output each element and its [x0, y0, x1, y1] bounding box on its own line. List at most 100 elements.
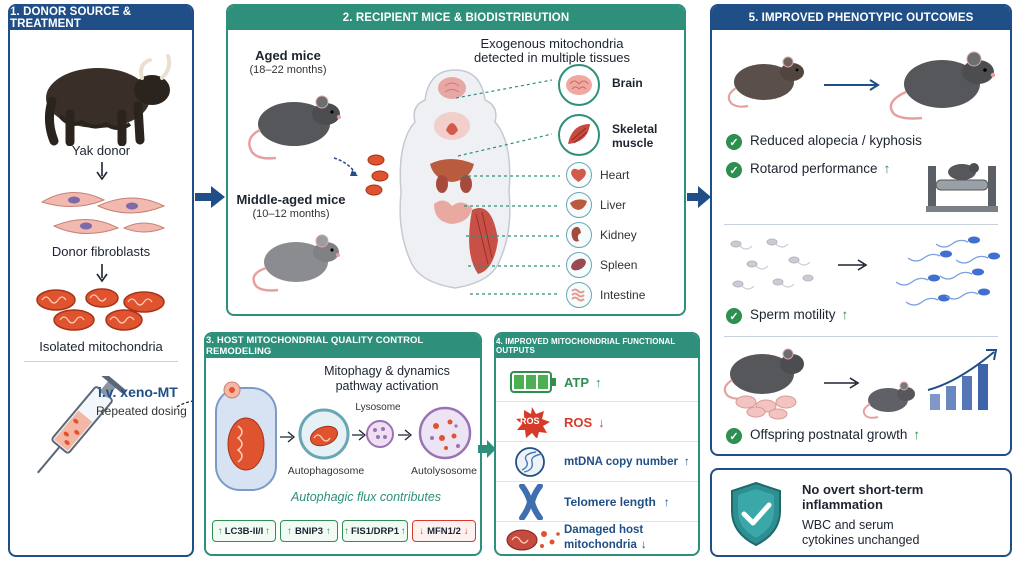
check-icon: ✓ — [726, 428, 742, 444]
tissue-label-muscle-line2: muscle — [612, 136, 654, 150]
liver-icon — [566, 192, 592, 218]
autophagosome-icon — [298, 408, 350, 460]
lysosome-icon — [366, 420, 394, 448]
spleen-icon — [566, 252, 592, 278]
inflammation-desc-line1: WBC and serum — [802, 518, 894, 532]
tissue-label-spleen: Spleen — [600, 258, 638, 272]
arrow-right-icon — [838, 259, 868, 271]
arrow-right-icon — [824, 377, 860, 389]
flow-arrow-icon — [687, 186, 711, 208]
fibroblast-icon — [40, 191, 166, 235]
exogenous-label-line2: detected in multiple tissues — [473, 50, 631, 65]
flow-arrow-icon — [478, 440, 496, 458]
middle-aged-mice-label: Middle-aged mice — [236, 192, 346, 207]
flow-arrow-icon — [195, 186, 225, 208]
muscle-icon — [558, 114, 600, 156]
autophagosome-label: Autophagosome — [287, 465, 365, 477]
heart-icon — [566, 162, 592, 188]
middle-aged-mice-age: (10–12 months) — [252, 208, 330, 220]
inflammation-desc-line2: cytokines unchanged — [802, 533, 920, 547]
tissue-connectors — [455, 79, 560, 295]
middle-aged-mouse-icon — [252, 234, 340, 292]
sperm-after-icon — [895, 236, 1000, 306]
lysosome-label: Lysosome — [355, 402, 401, 413]
marker-fis1-label: FIS1/DRP1 — [350, 525, 400, 537]
dashed-arrow-icon — [280, 431, 296, 443]
tissue-label-heart: Heart — [600, 168, 630, 182]
intestine-icon — [566, 282, 592, 308]
marker-bnip3-label: BNIP3 — [295, 525, 323, 537]
exogenous-label-line1: Exogenous mitochondria — [480, 36, 624, 51]
tissue-label-kidney: Kidney — [600, 228, 637, 242]
autolysosome-label: Autolysosome — [411, 465, 477, 477]
tissue-label-intestine: Intestine — [600, 288, 646, 302]
telomere-text: Telomere length↑ — [564, 495, 670, 509]
yak-icon — [44, 54, 172, 146]
mitochondria-icon — [36, 288, 165, 331]
panel-functional-outputs: 4. Improved mitochondrial functional out… — [494, 332, 700, 556]
arrow-down-icon — [96, 162, 108, 181]
panel-2-header: 2. Recipient mice & biodistribution — [228, 6, 684, 30]
outcome-rotarod: Rotarod performance↑ — [750, 161, 891, 176]
host-cell-icon — [215, 381, 277, 491]
row-damaged: Damaged host mitochondria↓ — [496, 522, 698, 554]
outcome-offspring: Offspring postnatal growth↑ — [750, 427, 921, 442]
autophagic-flux-label: Autophagic flux contributes — [290, 490, 442, 504]
arrow-right-icon — [398, 429, 413, 441]
inflammation-title-line1: No overt short-term — [802, 482, 924, 497]
curved-arrow-icon — [176, 400, 192, 408]
chromosome-icon — [519, 484, 543, 520]
panel-donor-source: 1. Donor source & treatment Yak donor Do… — [8, 4, 194, 557]
divider — [724, 224, 998, 225]
inflammation-title-line2: inflammation — [802, 497, 883, 512]
tissue-label-muscle-line1: Skeletal — [612, 122, 658, 136]
check-icon: ✓ — [726, 308, 742, 324]
panel-phenotypic-outcomes: 5. Improved phenotypic outcomes ✓ Reduce… — [710, 4, 1012, 456]
panel-5-header: 5. Improved phenotypic outcomes — [712, 6, 1010, 30]
panel-4-header: 4. Improved mitochondrial functional out… — [496, 334, 698, 358]
check-icon: ✓ — [726, 162, 742, 178]
outcome-sperm: Sperm motility↑ — [750, 307, 849, 322]
tissue-label-liver: Liver — [600, 198, 627, 212]
ros-text: ROS↓ — [564, 414, 605, 430]
row-mtdna: mtDNA copy number↑ — [496, 442, 698, 482]
rotarod-icon — [926, 163, 998, 212]
aged-mouse-icon — [727, 56, 804, 108]
marker-lc3b-label: LC3B-II/I — [224, 525, 264, 537]
marker-fis1-drp1: ↑FIS1/DRP1↑ — [342, 520, 408, 542]
row-telomere: Telomere length↑ — [496, 482, 698, 522]
mother-pups-icon — [723, 348, 804, 420]
pathway-label-line2: pathway activation — [335, 379, 439, 393]
mtdna-text: mtDNA copy number↑ — [564, 456, 690, 468]
outcome-alopecia: Reduced alopecia / kyphosis — [750, 133, 922, 148]
brain-icon — [558, 64, 600, 106]
tissue-label-brain: Brain — [612, 76, 643, 90]
grown-offspring-icon — [862, 381, 915, 419]
panel-1-header: 1. Donor source & treatment — [10, 6, 192, 30]
divider — [24, 361, 178, 362]
arrow-right-icon — [824, 79, 880, 91]
row-atp: ATP↑ — [496, 362, 698, 402]
panel-inflammation: No overt short-term inflammation WBC and… — [710, 468, 1012, 557]
kidney-icon — [566, 222, 592, 248]
ros-icon-label: ROS — [520, 416, 540, 426]
panel-3-header: 3. Host mitochondrial quality control re… — [206, 334, 480, 358]
aged-mouse-icon — [248, 95, 341, 160]
check-icon: ✓ — [726, 134, 742, 150]
ros-burst-icon — [516, 407, 550, 438]
damaged-label-line1: Damaged host — [564, 524, 644, 536]
dosing-label: Repeated dosing — [96, 404, 187, 418]
battery-icon — [510, 371, 556, 393]
marker-bnip3: ↑BNIP3↑ — [280, 520, 338, 542]
healthy-mouse-icon — [889, 51, 996, 120]
marker-lc3b: ↑LC3B-II/I↑ — [212, 520, 276, 542]
aged-mice-label: Aged mice — [255, 48, 321, 63]
syringe-icon — [36, 376, 126, 474]
yak-donor-label: Yak donor — [71, 143, 131, 158]
marker-mfn-label: MFN1/2 — [427, 525, 461, 537]
dna-icon — [515, 447, 545, 477]
damaged-mitochondria-icon — [506, 529, 560, 551]
arrow-right-icon — [352, 429, 367, 441]
autolysosome-icon — [418, 406, 472, 460]
panel-quality-control: 3. Host mitochondrial quality control re… — [204, 332, 482, 556]
